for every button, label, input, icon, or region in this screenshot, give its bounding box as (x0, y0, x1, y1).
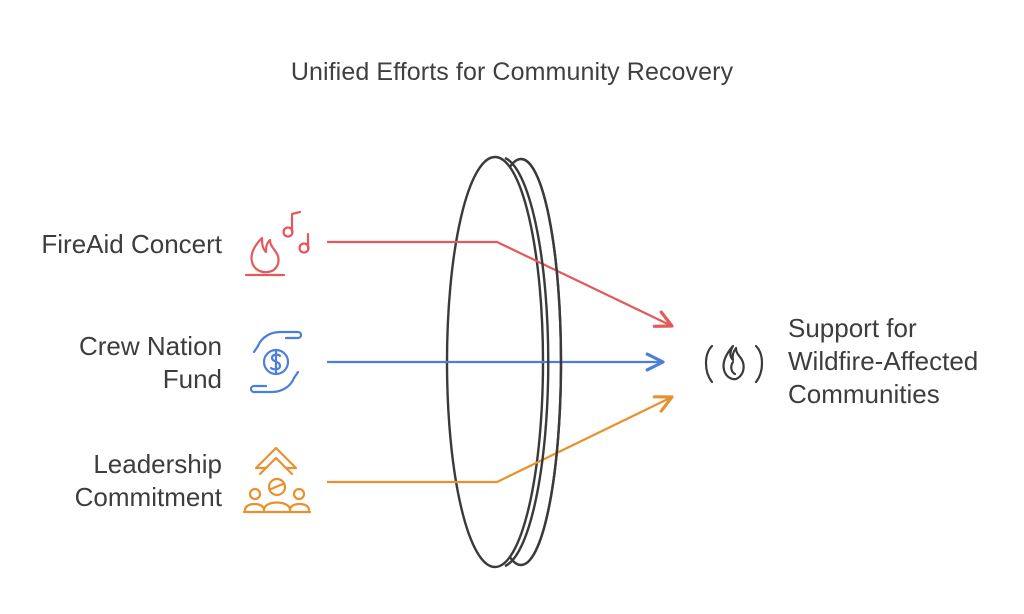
lens-rim-icon (504, 156, 563, 568)
input-label-leadership-line2: Commitment (74, 482, 222, 512)
connector-leadership (327, 395, 674, 484)
input-label-leadership-line1: Leadership (93, 449, 222, 479)
fire-music-icon (244, 210, 310, 277)
input-label-crew-nation-line2: Fund (162, 364, 222, 394)
connector-fireaid (327, 240, 674, 328)
output-label-line2: Wildfire-Affected (788, 346, 979, 376)
hands-money-icon (249, 330, 303, 394)
output-label-line1: Support for (788, 313, 917, 343)
input-label-crew-nation-line1: Crew Nation (78, 331, 222, 361)
diagram-title: Unified Efforts for Community Recovery (290, 58, 734, 86)
input-label-leadership: Leadership Commitment (2, 448, 222, 514)
input-label-fireaid: FireAid Concert (41, 229, 222, 259)
flame-in-parentheses-icon (704, 344, 764, 384)
people-arrow-up-icon (242, 446, 312, 514)
input-label-crew-nation: Crew Nation Fund (2, 330, 222, 396)
output-label: Support for Wildfire-Affected Communitie… (788, 312, 1018, 411)
output-label-line3: Communities (788, 379, 940, 409)
